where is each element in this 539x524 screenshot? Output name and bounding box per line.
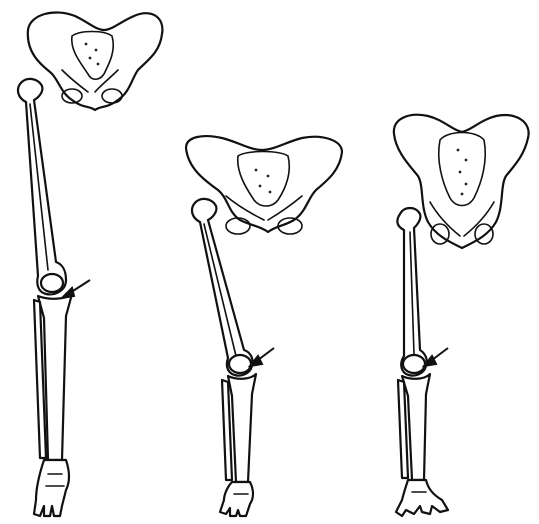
left-femur: [18, 79, 66, 294]
right-knee: [403, 355, 425, 373]
right-skeleton: [394, 115, 529, 516]
middle-arrow: [250, 348, 274, 366]
right-arrow: [424, 348, 448, 366]
left-foot: [34, 460, 69, 516]
right-tibia-fibula: [398, 374, 430, 480]
middle-tibia-fibula: [222, 374, 256, 482]
left-skeleton: [18, 12, 162, 516]
middle-foot: [220, 482, 253, 516]
middle-knee: [229, 355, 251, 373]
left-tibia-fibula: [34, 294, 72, 460]
right-femur: [397, 208, 426, 376]
left-knee: [41, 274, 63, 292]
right-foot: [396, 480, 448, 516]
left-pelvis: [28, 12, 163, 110]
middle-skeleton: [186, 136, 342, 516]
middle-femur: [192, 199, 253, 376]
